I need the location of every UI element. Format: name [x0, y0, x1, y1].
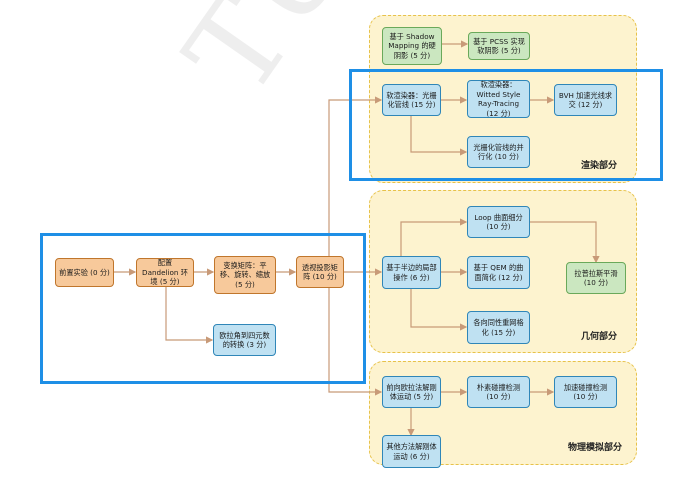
node-pcss: 基于 PCSS 实现软阴影 (5 分) — [468, 32, 530, 60]
node-forward-euler: 前向欧拉法解刚体运动 (5 分) — [382, 376, 441, 408]
node-naive-collision: 朴素碰撞检测 (10 分) — [467, 376, 530, 408]
node-loop-subdivision: Loop 曲面细分 (10 分) — [467, 206, 530, 238]
node-perspective: 透视投影矩阵 (10 分) — [296, 256, 344, 288]
node-qem: 基于 QEM 的曲面简化 (12 分) — [467, 256, 530, 289]
group-geometry-label: 几何部分 — [581, 332, 618, 342]
node-prelim: 前置实验 (0 分) — [55, 258, 114, 287]
node-isotropic-remesh: 各向同性重网格化 (15 分) — [467, 311, 530, 344]
node-raster-parallel: 光栅化管线的并行化 (10 分) — [467, 136, 530, 168]
node-shadow-mapping: 基于 Shadow Mapping 的硬阴影 (5 分) — [382, 27, 442, 65]
node-half-edge: 基于半边的局部操作 (6 分) — [382, 256, 441, 289]
node-ray-tracing: 软渲染器：Witted Style Ray-Tracing (12 分) — [467, 80, 530, 118]
group-render-label: 渲染部分 — [581, 161, 618, 171]
highlight-frame-render — [349, 69, 663, 181]
highlight-frame-prereq — [40, 233, 366, 384]
node-laplace-smooth: 拉普拉斯平滑 (10 分) — [566, 262, 626, 294]
node-bvh: BVH 加速光线求交 (12 分) — [554, 84, 617, 116]
node-transform: 变换矩阵：平移、旋转、缩放 (5 分) — [214, 256, 276, 294]
node-dandelion: 配置 Dandelion 环境 (5 分) — [136, 258, 194, 287]
node-other-rigid: 其他方法解刚体运动 (6 分) — [382, 435, 441, 468]
group-physics-label: 物理模拟部分 — [568, 443, 623, 453]
node-euler-quaternion: 欧拉角到四元数的转换 (3 分) — [213, 324, 276, 356]
node-accel-collision: 加速碰撞检测 (10 分) — [554, 376, 617, 408]
node-rasterizer: 软渲染器：光栅化管线 (15 分) — [382, 84, 441, 116]
